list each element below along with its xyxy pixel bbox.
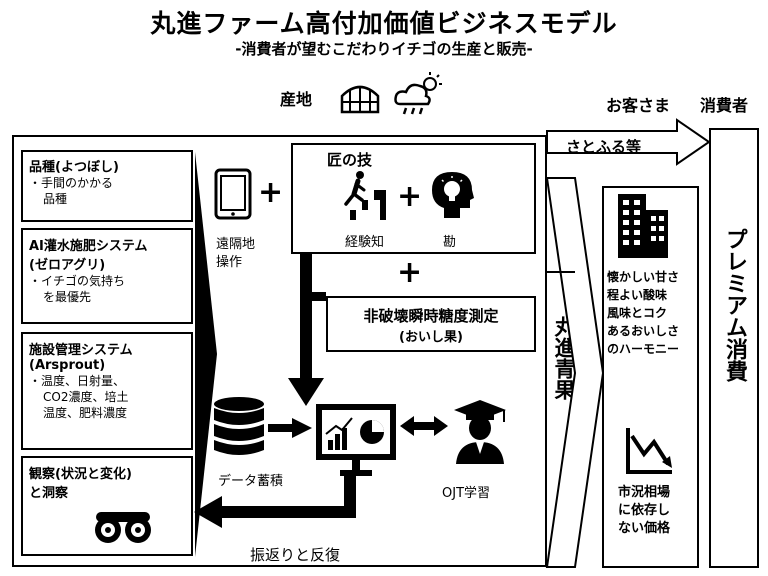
data-to-monitor-arrow bbox=[268, 418, 312, 438]
taste-line-1: 懐かしい甘さ bbox=[607, 270, 680, 284]
facility-bullet-3: 温度、肥料濃度 bbox=[43, 406, 128, 420]
sugar-measurement-box: 非破壊瞬時糖度測定 (おいし果) bbox=[326, 296, 536, 352]
plus-sign-2: + bbox=[397, 179, 423, 214]
tablet-icon bbox=[214, 168, 252, 220]
observation-title2: と洞察 bbox=[29, 486, 69, 501]
premium-box: プレミアム消費 bbox=[709, 128, 759, 568]
measurement-sub: (おいし果) bbox=[399, 330, 463, 345]
plus-sign-3: + bbox=[397, 255, 423, 290]
remote-operation-label: 遠隔地 操作 bbox=[216, 236, 255, 272]
irrigation-title2: (ゼロアグリ) bbox=[29, 258, 106, 273]
skill-to-monitor-arrow bbox=[288, 254, 326, 406]
left-column-arrow bbox=[195, 152, 217, 557]
skill-box: 匠の技 経験知 勘 bbox=[291, 143, 536, 254]
facility-box: 施設管理システム (Arsprout) ・温度、日射量、 CO2濃度、培土 温度… bbox=[21, 332, 193, 450]
facility-bullet-2: CO2濃度、培土 bbox=[43, 390, 129, 404]
sales-label: さとふる等 bbox=[566, 138, 642, 156]
remote-label-line2: 操作 bbox=[216, 255, 243, 270]
facility-title2: (Arsprout) bbox=[29, 358, 106, 373]
observation-title: 観察(状況と変化) bbox=[29, 467, 132, 482]
variety-bullet-cont: 品種 bbox=[43, 192, 68, 206]
variety-box: 品種(よつぼし) ・手間のかかる 品種 bbox=[21, 150, 193, 222]
shipment-chevron bbox=[545, 177, 605, 568]
irrigation-bullet: ・イチゴの気持ち bbox=[29, 274, 126, 288]
analytics-monitor-icon bbox=[316, 404, 396, 476]
premium-label: プレミアム消費 bbox=[722, 228, 747, 382]
climbing-stairs-icon bbox=[336, 171, 386, 220]
building-icon bbox=[618, 194, 668, 258]
ojt-label: OJT学習 bbox=[442, 486, 491, 501]
origin-label: 産地 bbox=[280, 90, 313, 109]
irrigation-title: AI灌水施肥システム bbox=[29, 239, 148, 254]
skill-title: 匠の技 bbox=[327, 151, 373, 169]
facility-title: 施設管理システム bbox=[29, 343, 133, 358]
data-storage-label: データ蓄積 bbox=[218, 474, 284, 489]
price-description: 市況相場 に依存し ない価格 bbox=[618, 484, 670, 538]
page-subtitle: -消費者が望むこだわりイチゴの生産と販売- bbox=[235, 40, 533, 58]
feedback-label: 振返りと反復 bbox=[250, 546, 341, 564]
irrigation-box: AI灌水施肥システム (ゼロアグリ) ・イチゴの気持ち を最優先 bbox=[21, 228, 193, 324]
graduate-icon bbox=[454, 400, 506, 464]
customer-label: お客さま bbox=[606, 96, 671, 115]
plus-sign-1: + bbox=[258, 175, 284, 210]
price-line-3: ない価格 bbox=[618, 521, 671, 536]
taste-line-3: 風味とコク bbox=[607, 306, 668, 320]
page-title: 丸進ファーム高付加価値ビジネスモデル bbox=[150, 9, 618, 38]
head-lightbulb-icon bbox=[432, 172, 474, 218]
monitor-ojt-double-arrow bbox=[400, 416, 448, 436]
variety-title: 品種(よつぼし) bbox=[29, 160, 119, 175]
market-chart-icon bbox=[626, 428, 672, 474]
weather-icon bbox=[394, 72, 442, 115]
taste-line-5: のハーモニー bbox=[607, 342, 680, 356]
intuition-label: 勘 bbox=[443, 235, 457, 250]
facility-bullet-1: ・温度、日射量、 bbox=[29, 374, 126, 388]
taste-line-2: 程よい酸味 bbox=[607, 288, 668, 302]
greenhouse-icon bbox=[340, 85, 380, 114]
measurement-title: 非破壊瞬時糖度測定 bbox=[363, 307, 499, 325]
price-line-2: に依存し bbox=[618, 503, 671, 518]
consumer-label: 消費者 bbox=[700, 96, 749, 115]
taste-description: 懐かしい甘さ 程よい酸味 風味とコク あるおいしさ のハーモニー bbox=[607, 268, 679, 358]
database-icon bbox=[214, 397, 264, 455]
price-line-1: 市況相場 bbox=[618, 485, 671, 500]
experience-label: 経験知 bbox=[345, 235, 385, 250]
taste-line-4: あるおいしさ bbox=[607, 324, 680, 338]
irrigation-bullet-cont: を最優先 bbox=[43, 290, 92, 304]
binoculars-icon bbox=[95, 512, 151, 543]
variety-bullet: ・手間のかかる bbox=[29, 176, 114, 190]
remote-label-line1: 遠隔地 bbox=[216, 237, 256, 252]
feedback-arrow bbox=[194, 476, 356, 528]
sales-arrow bbox=[546, 118, 711, 166]
